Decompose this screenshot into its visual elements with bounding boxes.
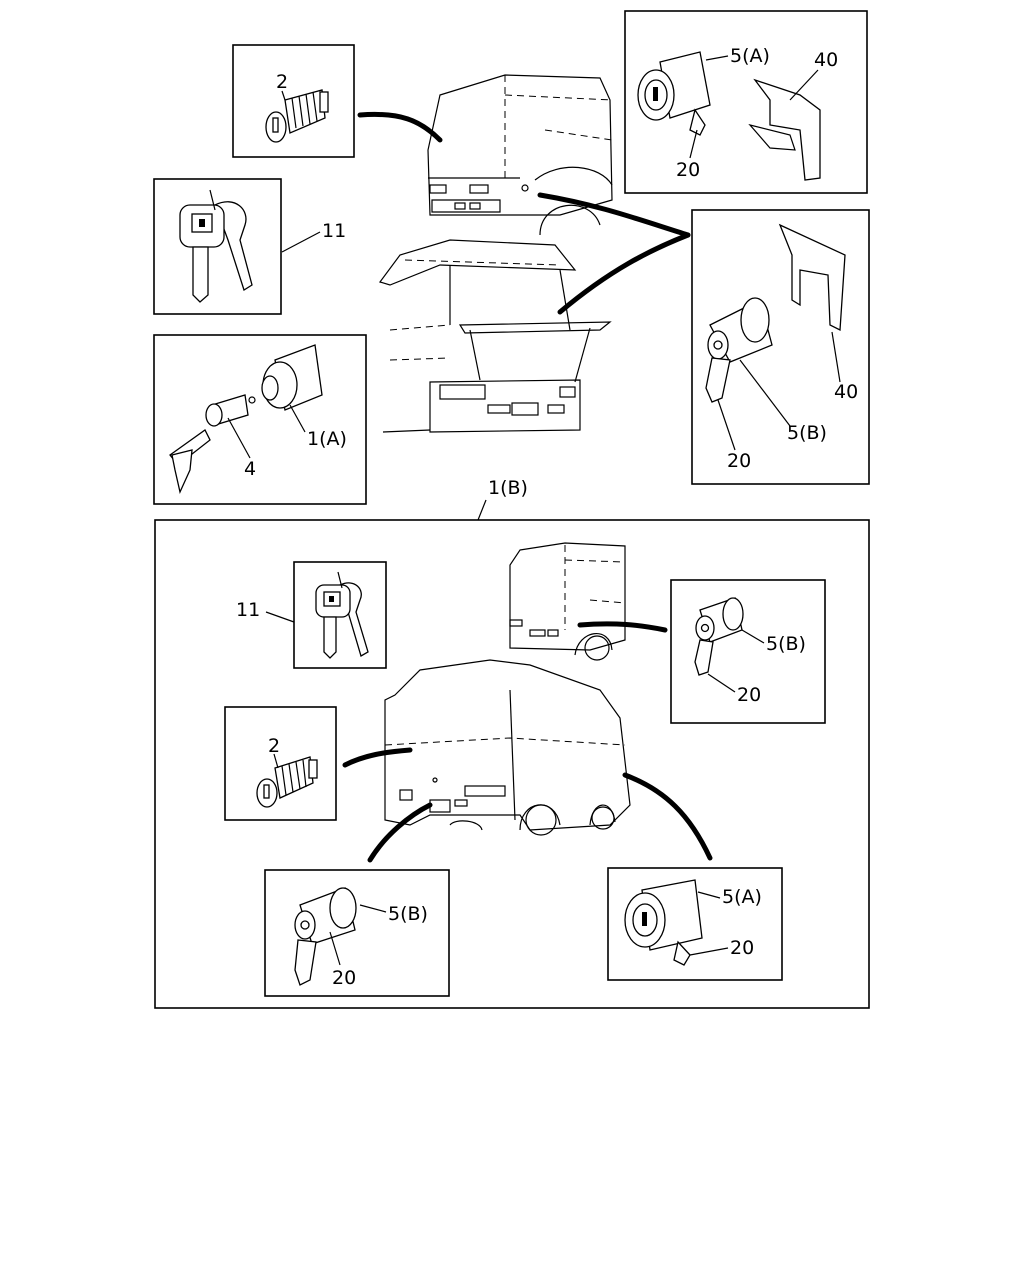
leader-lower-lock-b bbox=[367, 802, 433, 863]
truck-front-illustration bbox=[427, 74, 613, 236]
label-rear-lock-lever: 20 bbox=[737, 684, 761, 706]
label-door-lock-b: 5(B) bbox=[787, 422, 827, 444]
ignition-cylinder-icon bbox=[169, 394, 256, 495]
label-lower-lock-a: 5(A) bbox=[722, 886, 762, 908]
label-ignition-assy: 1(A) bbox=[307, 428, 347, 450]
small-truck-illustration bbox=[509, 542, 626, 661]
lock-lever-icon bbox=[294, 887, 357, 986]
leader-door-lock-b bbox=[557, 232, 691, 315]
door-lock-cylinder-icon bbox=[624, 879, 703, 966]
door-lock-cylinder-icon bbox=[637, 51, 711, 136]
key-icon bbox=[315, 571, 369, 659]
label-key-cylinder-group: 2 bbox=[268, 735, 280, 757]
ignition-box-top: 1(A) 4 bbox=[153, 334, 367, 505]
label-lower-lock-b: 5(B) bbox=[388, 903, 428, 925]
lower-lock-a-box-group: 5(A) 20 bbox=[607, 867, 783, 981]
label-group-b: 1(B) bbox=[488, 477, 528, 499]
keys-box-top: 11 bbox=[153, 178, 346, 315]
lock-lever-icon bbox=[694, 597, 744, 676]
label-keys: 11 bbox=[322, 220, 346, 242]
lock-clip-icon bbox=[748, 78, 821, 181]
door-lock-a-box-top: 5(A) 40 20 bbox=[624, 10, 868, 194]
label-keys-group: 11 bbox=[236, 599, 260, 621]
label-clip-2: 40 bbox=[834, 381, 858, 403]
lock-lever-icon bbox=[705, 297, 773, 403]
key-cylinder-icon bbox=[256, 756, 318, 808]
leader-rear-lock bbox=[577, 621, 668, 633]
label-rear-lock-b: 5(B) bbox=[766, 633, 806, 655]
label-lower-lock-a-lever: 20 bbox=[730, 937, 754, 959]
ignition-lock-icon bbox=[261, 344, 323, 411]
van-rear-illustration bbox=[384, 659, 631, 836]
label-lower-lock-b-lever: 20 bbox=[332, 967, 356, 989]
rear-lock-b-box-group: 5(B) 20 bbox=[670, 579, 826, 724]
label-key-cylinder: 2 bbox=[276, 71, 288, 93]
leader-key-cylinder bbox=[357, 111, 443, 143]
label-clip: 40 bbox=[814, 49, 838, 71]
leader-key-cylinder-group bbox=[342, 747, 413, 768]
truck-tilted-cab-illustration bbox=[379, 239, 612, 433]
leader-door-lock-a bbox=[537, 192, 691, 238]
label-lever: 20 bbox=[676, 159, 700, 181]
key-icon bbox=[179, 189, 253, 303]
lower-lock-b-box-group: 5(B) 20 bbox=[264, 869, 450, 997]
door-lock-b-box-top: 40 5(B) 20 bbox=[691, 209, 870, 485]
keys-box-group: 11 bbox=[236, 561, 387, 669]
label-ignition-cylinder: 4 bbox=[244, 458, 256, 480]
label-lever-2: 20 bbox=[727, 450, 751, 472]
key-cylinder-box-group: 2 bbox=[224, 706, 337, 821]
lock-clip-icon bbox=[778, 223, 846, 332]
key-cylinder-icon bbox=[265, 89, 329, 143]
leader-lower-lock-a bbox=[622, 772, 713, 861]
key-cylinder-box-top: 2 bbox=[232, 44, 355, 158]
label-door-lock-a: 5(A) bbox=[730, 45, 770, 67]
